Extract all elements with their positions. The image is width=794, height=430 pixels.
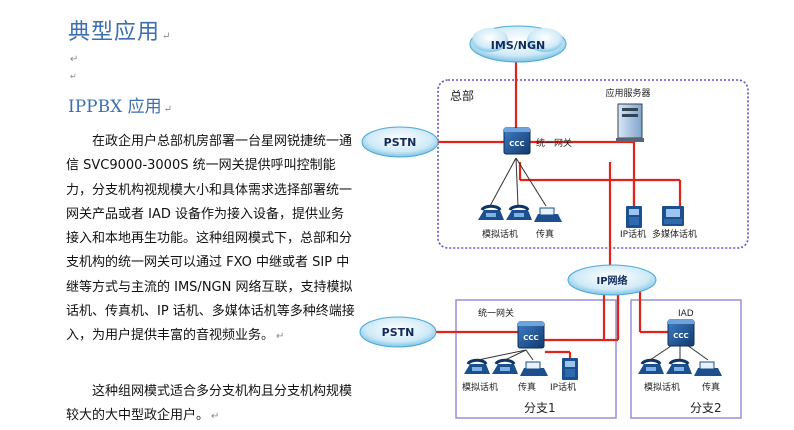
subsection-title: IPPBX 应用↵ xyxy=(68,97,172,117)
branch2-label: 分支2 xyxy=(690,401,722,415)
branch2-fax-label: 传真 xyxy=(702,381,720,393)
branch1-analog-phone-2-icon xyxy=(490,358,520,376)
iad-label: IAD xyxy=(678,309,694,319)
hq-analog-phone-2-icon xyxy=(504,204,534,222)
document-text: 典型应用↵ ↵ ↵ IPPBX 应用↵ 在政企用户总部机房部署一台星网锐捷统一通… xyxy=(66,20,355,424)
hq-fax-icon xyxy=(533,207,563,223)
branch1-analog-phone-1-icon xyxy=(462,358,492,376)
branch1-fax-label: 传真 xyxy=(518,381,536,393)
hq-gateway-label: 统一网关 xyxy=(536,137,572,149)
pstn-label-branch: PSTN xyxy=(382,326,415,339)
hq-fax-label: 传真 xyxy=(536,228,554,240)
branch2-analog-phone-1-icon xyxy=(636,358,666,376)
hq-multimedia-phone-icon xyxy=(662,206,684,226)
hq-box xyxy=(437,79,749,249)
branch1-ip-phone-label: IP话机 xyxy=(550,381,576,393)
branch1-box xyxy=(455,299,617,419)
hq-ip-phone-label: IP话机 xyxy=(620,228,646,240)
network-links xyxy=(434,62,682,364)
ip-network-cloud: IP网络 xyxy=(567,264,657,296)
hq-analog-phone-1-icon xyxy=(476,204,506,222)
ip-network-label: IP网络 xyxy=(596,274,627,287)
app-server-label: 应用服务器 xyxy=(605,87,650,99)
ims-ngn-label: IMS/NGN xyxy=(491,39,545,52)
pstn-label-hq: PSTN xyxy=(384,136,417,149)
branch1-fax-icon xyxy=(519,361,549,377)
ims-ngn-cloud: IMS/NGN xyxy=(469,25,567,63)
hq-multimedia-phone-label: 多媒体话机 xyxy=(652,228,697,240)
branch2-box xyxy=(630,299,742,419)
body-paragraph-1: 在政企用户总部机房部署一台星网锐捷统一通信 SVC9000-3000S 统一网关… xyxy=(66,134,355,344)
network-diagram: IMS/NGN PSTN PSTN IP网络 总部 应用服务器 CCC 统一网关… xyxy=(359,25,749,419)
hq-label: 总部 xyxy=(450,88,474,103)
svg-text:CCC: CCC xyxy=(509,140,524,148)
svg-text:CCC: CCC xyxy=(523,334,538,342)
branch1-ip-phone-icon xyxy=(562,358,578,380)
branch2-analog-phone-label: 模拟话机 xyxy=(644,381,680,393)
section-title: 典型应用↵ xyxy=(68,20,172,45)
svg-text:CCC: CCC xyxy=(673,332,688,340)
branch1-label: 分支1 xyxy=(524,401,556,415)
empty-paragraph-mark: ↵ xyxy=(70,54,79,65)
hq-ip-phone-icon xyxy=(626,206,642,228)
branch1-gateway: CCC xyxy=(517,321,545,349)
hq-analog-phone-label: 模拟话机 xyxy=(482,228,518,240)
pstn-cloud-hq: PSTN xyxy=(361,126,439,158)
branch2-fax-icon xyxy=(693,361,723,377)
app-server xyxy=(616,103,644,142)
branch1-gateway-label: 统一网关 xyxy=(478,307,514,319)
empty-paragraph-mark-small: ↵ xyxy=(70,72,77,81)
branch1-analog-phone-label: 模拟话机 xyxy=(462,381,498,393)
hq-gateway: CCC xyxy=(503,127,531,155)
branch2-analog-phone-2-icon xyxy=(664,358,694,376)
branch2-iad: CCC xyxy=(667,319,695,347)
pstn-cloud-branch: PSTN xyxy=(359,316,437,348)
body-paragraph-2: 这种组网模式适合多分支机构且分支机构规模较大的大中型政企用户。↵ xyxy=(66,384,353,424)
